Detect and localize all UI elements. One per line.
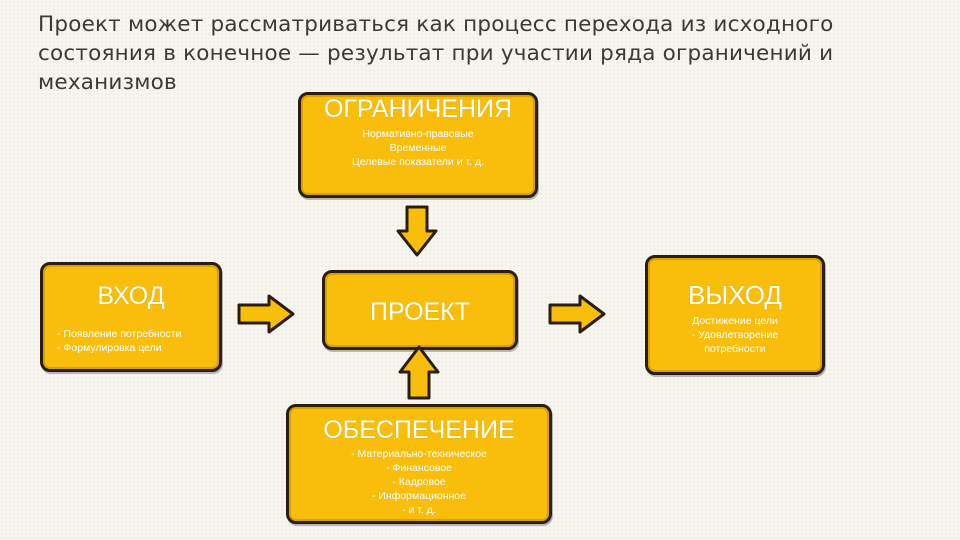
constraints-item: Временные xyxy=(389,142,447,154)
arrow-down-icon xyxy=(396,205,438,257)
support-item: - Финансовое xyxy=(385,462,453,474)
support-item: - Кадровое xyxy=(392,476,446,488)
constraints-heading: ОГРАНИЧЕНИЯ xyxy=(323,95,513,123)
support-item: - Информационное xyxy=(371,490,467,502)
constraints-box: ОГРАНИЧЕНИЯ Нормативно-правовые Временны… xyxy=(298,92,538,198)
output-item: - Удовлетворение xyxy=(691,329,779,341)
input-heading: ВХОД xyxy=(97,282,165,310)
slide-title: Проект может рассматриваться как процесс… xyxy=(38,12,834,95)
support-item: - и т. д. xyxy=(402,504,436,516)
output-heading: ВЫХОД xyxy=(687,280,783,310)
output-item: потребности xyxy=(704,343,766,355)
arrow-up-icon xyxy=(398,345,440,400)
input-list: - Появление потребности - Формулировка ц… xyxy=(43,327,219,355)
constraints-item: Целевые показатели и т. д. xyxy=(352,156,484,168)
support-heading: ОБЕСПЕЧЕНИЕ xyxy=(323,416,515,444)
arrow-right-icon xyxy=(548,294,606,334)
output-item: Достижение цели xyxy=(692,315,778,327)
arrow-right-icon xyxy=(237,294,295,334)
support-item: - Материально-техническое xyxy=(351,448,487,460)
constraints-list: Нормативно-правовые Временные Целевые по… xyxy=(301,127,535,169)
support-list: - Материально-техническое - Финансовое -… xyxy=(289,447,549,517)
support-box: ОБЕСПЕЧЕНИЕ - Материально-техническое - … xyxy=(286,404,552,524)
constraints-item: Нормативно-правовые xyxy=(362,128,474,140)
input-item: - Появление потребности xyxy=(57,328,182,340)
input-box: ВХОД - Появление потребности - Формулиро… xyxy=(40,262,222,372)
project-box: ПРОЕКТ xyxy=(322,270,518,350)
output-list: Достижение цели - Удовлетворение потребн… xyxy=(648,314,822,356)
project-heading: ПРОЕКТ xyxy=(369,298,471,326)
input-item: - Формулировка цели xyxy=(57,342,162,354)
output-box: ВЫХОД Достижение цели - Удовлетворение п… xyxy=(645,255,825,375)
